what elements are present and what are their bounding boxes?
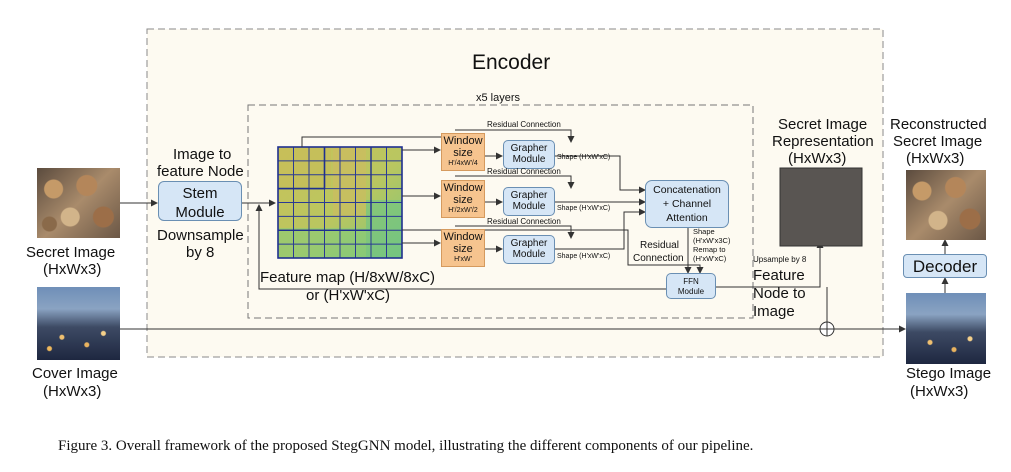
upsample-label: Upsample by 8 — [753, 255, 807, 264]
cover-image-lights — [37, 322, 120, 360]
remap-line3: Remap to — [693, 245, 726, 254]
shape-label-1: Shape (H'xW'xC) — [557, 154, 611, 161]
secret-image — [37, 168, 120, 238]
shape-label-3: Shape (H'xW'xC) — [557, 253, 611, 260]
secret-repr-line1: Secret Image — [778, 116, 868, 133]
encoder-title: Encoder — [472, 51, 551, 74]
remap-line2: (H'xW'x3C) — [693, 236, 731, 245]
residual-label-1: Residual Connection — [487, 120, 561, 129]
image-to-feature-line1: Image to — [173, 146, 232, 163]
layers-label: x5 layers — [476, 92, 521, 104]
secret-repr-line3: (HxWx3) — [788, 150, 847, 167]
figure-caption: Figure 3. Overall framework of the propo… — [58, 438, 754, 454]
reconstructed-line1: Reconstructed — [890, 116, 987, 133]
cover-image-label: Cover Image — [32, 365, 118, 382]
reconstructed-line2: Secret Image — [893, 133, 983, 150]
downsample-line2: by 8 — [186, 244, 215, 261]
grapher-module-1: Grapher Module — [503, 140, 555, 169]
stego-image-dims: (HxWx3) — [910, 383, 969, 400]
decoder-box: Decoder — [903, 254, 987, 278]
cover-image-dims: (HxWx3) — [43, 383, 102, 400]
xor-plus-icon — [819, 321, 835, 337]
feature-map-grid — [277, 146, 403, 259]
feature-map-label-alt: or (H'xW'xC) — [306, 287, 391, 304]
image-to-feature-line2: feature Node — [157, 163, 244, 180]
concatenation-attention-box: Concatenation + Channel Attention — [645, 180, 729, 228]
secret-representation-square — [779, 167, 863, 247]
residual-connection-2-line1: Residual — [640, 240, 679, 251]
secret-image-label: Secret Image — [26, 244, 116, 261]
residual-connection-2-line2: Connection — [633, 253, 684, 264]
feature-node-to-image-1: Feature — [753, 267, 805, 284]
residual-label-3: Residual Connection — [487, 217, 561, 226]
grapher-module-3: Grapher Module — [503, 235, 555, 264]
window-size-box-2: Window size H'/2xW'/2 — [441, 180, 485, 218]
ffn-module: FFN Module — [666, 273, 716, 299]
window-size-box-1: Window size H'/4xW'/4 — [441, 133, 485, 171]
remap-line4: (H'xW'xC) — [693, 254, 727, 263]
secret-repr-line2: Representation — [772, 133, 874, 150]
stem-module: Stem Module — [158, 181, 242, 221]
stego-image-label: Stego Image — [906, 365, 992, 382]
residual-label-2: Residual Connection — [487, 167, 561, 176]
grapher-module-2: Grapher Module — [503, 187, 555, 216]
secret-image-dims: (HxWx3) — [43, 261, 102, 278]
reconstructed-image — [906, 170, 986, 240]
feature-map-label: Feature map (H/8xW/8xC) — [260, 269, 436, 286]
stego-image-lights — [906, 328, 986, 364]
layers-region — [247, 104, 754, 319]
feature-node-to-image-2: Node to — [753, 285, 806, 302]
reconstructed-line3: (HxWx3) — [906, 150, 965, 167]
window-size-box-3: Window size H'xW' — [441, 229, 485, 267]
feature-node-to-image-3: Image — [753, 303, 795, 320]
downsample-line1: Downsample — [157, 227, 244, 244]
shape-label-2: Shape (H'xW'xC) — [557, 205, 611, 212]
remap-line1: Shape — [693, 227, 715, 236]
